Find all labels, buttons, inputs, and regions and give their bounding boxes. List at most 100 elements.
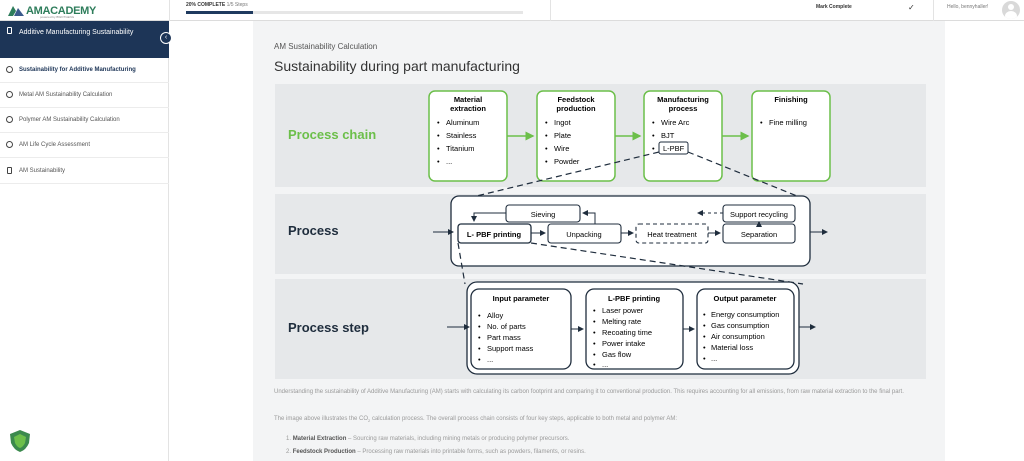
user-greeting[interactable]: Hello, bennyhaller! [947,4,989,10]
mark-complete-button[interactable]: Mark Complete [816,4,852,10]
list-item: 2. Feedstock Production – Processing raw… [286,449,586,455]
chain-box-feedstock-production: Feedstock production •Ingot •Plate •Wire… [536,90,616,182]
svg-text:•: • [652,144,655,153]
svg-text:•: • [652,118,655,127]
svg-text:•: • [593,306,596,315]
circle-icon [6,116,13,123]
svg-text:Alloy: Alloy [487,311,504,320]
sidebar-item-am-sustainability[interactable]: AM Sustainability [0,159,169,184]
svg-text:•: • [760,118,763,127]
svg-text:Feedstock: Feedstock [557,95,595,104]
svg-text:L- PBF printing: L- PBF printing [467,230,522,239]
svg-text:...: ... [602,360,608,369]
svg-text:•: • [703,310,706,319]
main-content: AM Sustainability Calculation Sustainabi… [253,21,945,461]
svg-text:•: • [593,328,596,337]
svg-text:•: • [545,131,548,140]
sidebar-item-label: Sustainability for Additive Manufacturin… [19,67,136,73]
svg-text:Support mass: Support mass [487,344,534,353]
svg-text:Separation: Separation [741,230,777,239]
svg-text:Ingot: Ingot [554,118,572,127]
svg-text:Wire: Wire [554,144,569,153]
svg-text:•: • [593,350,596,359]
svg-text:Melting rate: Melting rate [602,317,641,326]
check-icon[interactable]: ✓ [908,3,915,12]
svg-text:•: • [478,322,481,331]
svg-text:L-PBF: L-PBF [663,144,685,153]
node-lpbf-printing: L- PBF printing [457,223,532,244]
avatar[interactable] [1002,1,1020,19]
chain-box-material-extraction: Material extraction • Aluminum • Stainless… [428,90,508,182]
sidebar-item-metal-am[interactable]: Metal AM Sustainability Calculation [0,83,169,108]
svg-text:Input parameter: Input parameter [493,294,550,303]
svg-text:•: • [478,355,481,364]
progress-steps: 1/5 Steps [226,2,248,8]
progress-fill [186,11,254,14]
svg-text:Laser power: Laser power [602,306,644,315]
svg-text:•: • [437,118,440,127]
sidebar-item-label: AM Life Cycle Assessment [19,142,91,148]
svg-text:•: • [437,131,440,140]
svg-text:•: • [545,144,548,153]
svg-text:Output parameter: Output parameter [714,294,777,303]
svg-text:•: • [593,339,596,348]
row-label-process: Process [288,223,339,238]
svg-text:Powder: Powder [554,157,580,166]
divider [550,0,551,21]
node-unpacking: Unpacking [547,223,622,244]
node-sieving: Sieving [505,204,581,223]
svg-text:Heat treatment: Heat treatment [647,230,698,239]
step-box-output-parameter: Output parameter •Energy consumption •Ga… [696,288,795,370]
sidebar-section-title: Additive Manufacturing Sustainability [19,29,134,36]
svg-text:Stainless: Stainless [446,131,477,140]
logo-text: AMACADEMY [26,4,97,17]
chain-box-manufacturing-process: Manufacturing process •Wire Arc •BJT • L… [643,90,723,182]
list-item: 1. Material Extraction – Sourcing raw ma… [286,436,570,442]
svg-text:Material: Material [454,95,482,104]
svg-text:•: • [703,332,706,341]
row-label-process-step: Process step [288,320,369,335]
lesson-eyebrow: AM Sustainability Calculation [274,42,378,51]
collapse-sidebar-button[interactable]: ‹ [160,32,172,44]
sidebar-section-header[interactable]: Additive Manufacturing Sustainability [0,21,169,58]
svg-text:...: ... [487,355,493,364]
intro-paragraph: Understanding the sustainability of Addi… [274,389,904,395]
svg-text:Wire Arc: Wire Arc [661,118,690,127]
svg-text:Recoating time: Recoating time [602,328,652,337]
progress-percent: 20% COMPLETE [186,2,226,8]
svg-text:Gas consumption: Gas consumption [711,321,769,330]
svg-text:Part mass: Part mass [487,333,521,342]
svg-text:extraction: extraction [450,104,486,113]
row-label-process-chain: Process chain [288,127,376,142]
progress-label: 20% COMPLETE 1/5 Steps [186,2,248,8]
svg-text:•: • [703,321,706,330]
circle-icon [6,141,13,148]
logo[interactable]: AMACADEMY [8,3,96,18]
svg-text:Power intake: Power intake [602,339,645,348]
step-box-lpbf-printing: L-PBF printing •Laser power •Melting rat… [585,288,684,370]
node-separation: Separation [722,223,796,244]
svg-text:...: ... [711,354,717,363]
shield-icon[interactable] [9,429,31,453]
svg-text:Unpacking: Unpacking [566,230,601,239]
logo-mark-icon [8,6,24,16]
top-bar: AMACADEMY powered by BWOTGENG 20% COMPLE… [0,0,1024,21]
sidebar-item-label: Polymer AM Sustainability Calculation [19,117,120,123]
divider [169,0,170,21]
svg-text:Aluminum: Aluminum [446,118,479,127]
sidebar-item-label: AM Sustainability [19,168,66,174]
svg-text:Finishing: Finishing [774,95,808,104]
divider [933,0,934,21]
svg-text:•: • [703,354,706,363]
sidebar-item-lca[interactable]: AM Life Cycle Assessment [0,133,169,158]
node-heat-treatment: Heat treatment [635,223,709,244]
circle-icon [6,66,13,73]
svg-text:BJT: BJT [661,131,675,140]
progress-bar [186,11,523,14]
process-diagram: Process chain Process Process step Mater… [275,84,926,379]
sidebar-item-label: Metal AM Sustainability Calculation [19,92,113,98]
sidebar-item-sustainability-for-am[interactable]: Sustainability for Additive Manufacturin… [0,58,169,83]
sidebar-item-polymer-am[interactable]: Polymer AM Sustainability Calculation [0,108,169,133]
page-title: Sustainability during part manufacturing [274,58,520,74]
svg-text:Titanium: Titanium [446,144,474,153]
